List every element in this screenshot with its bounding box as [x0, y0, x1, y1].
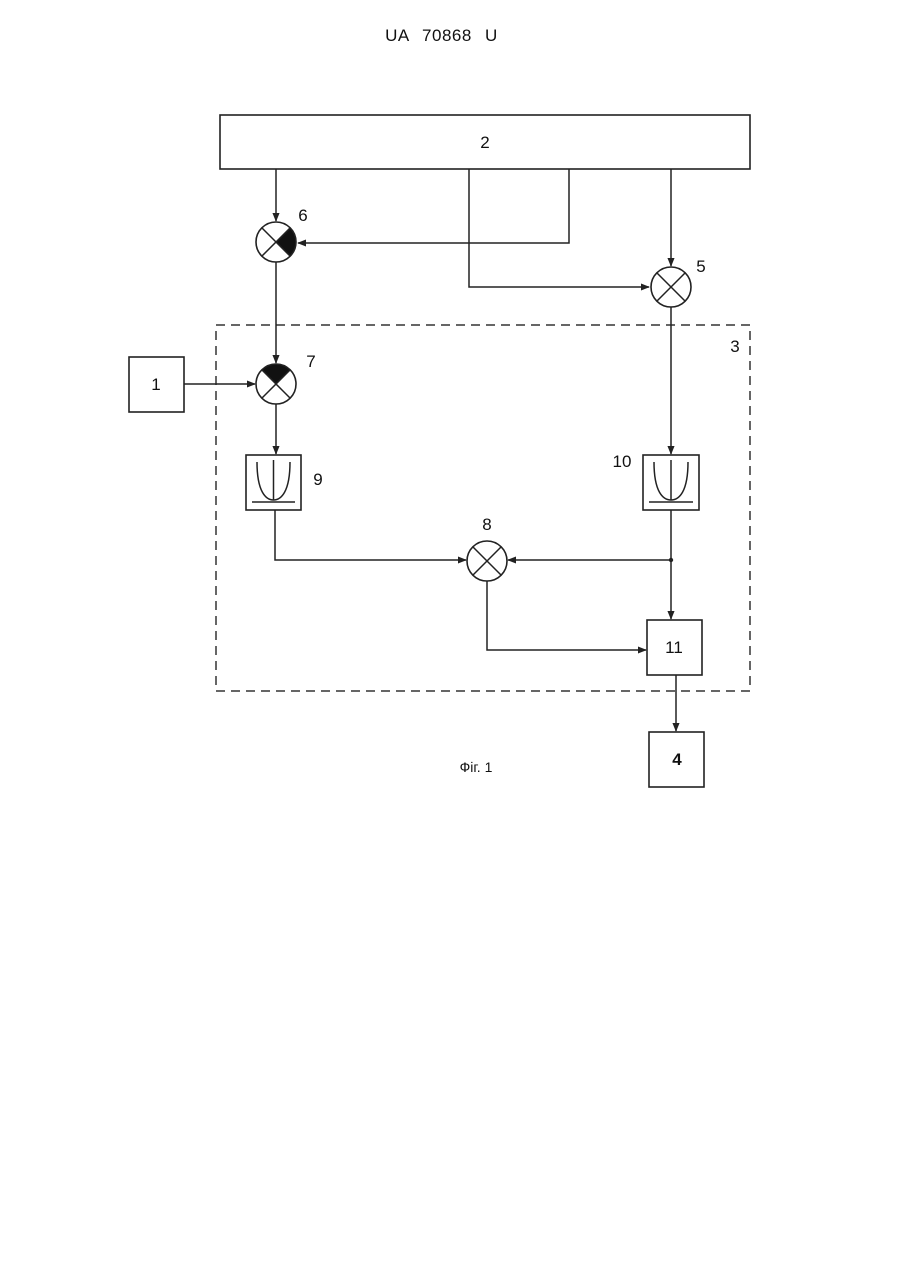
mixer-7-label: 7: [306, 352, 315, 371]
mixer-6-label: 6: [298, 206, 307, 225]
figure-caption: Фіг. 1: [460, 759, 493, 775]
mixer-8-label: 8: [482, 515, 491, 534]
block-4: 4: [649, 732, 704, 787]
mixer-5-label: 5: [696, 257, 705, 276]
block-2: 2: [220, 115, 750, 169]
block-11-label: 11: [665, 638, 683, 657]
filter-10: 10: [613, 452, 699, 510]
block-11: 11: [647, 620, 702, 675]
mixer-5: 5: [651, 257, 706, 307]
filter-9-label: 9: [313, 470, 322, 489]
block-2-label: 2: [480, 133, 489, 152]
connections: [184, 169, 676, 731]
mixer-8: 8: [467, 515, 507, 581]
block-1-label: 1: [151, 375, 160, 394]
block-1: 1: [129, 357, 184, 412]
block-3-label: 3: [730, 337, 739, 356]
filter-9: 9: [246, 455, 323, 510]
mixer-6: 6: [256, 206, 308, 262]
filter-10-label: 10: [613, 452, 632, 471]
block-4-label: 4: [672, 750, 682, 769]
mixer-7: 7: [256, 352, 316, 404]
